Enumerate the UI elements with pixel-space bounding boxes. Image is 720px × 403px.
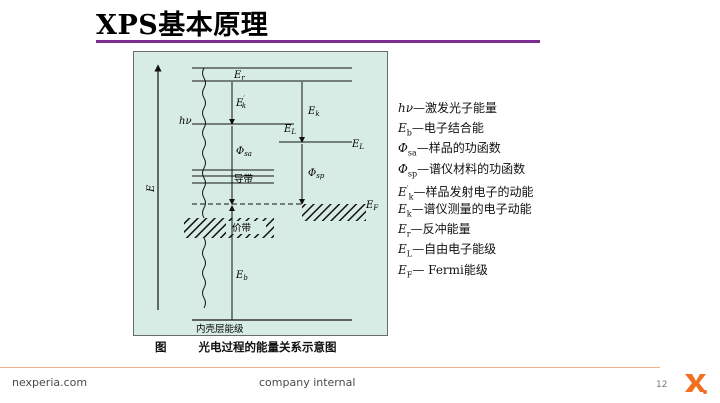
core-level-label: 内壳层能级 — [196, 323, 244, 335]
slide-title: XPS基本原理 — [96, 10, 269, 41]
el-level-label-spectrometer: EL — [351, 139, 364, 151]
legend-symbol: E — [398, 222, 407, 237]
eb-label: Eb — [235, 270, 248, 282]
legend-symbol: E — [398, 184, 407, 199]
ek-prime-label: E′k — [235, 95, 246, 110]
er-level-label: Er — [233, 70, 245, 82]
legend-row: EF— Fermi能级 — [398, 260, 533, 280]
legend-row: hν—激发光子能量 — [398, 98, 533, 118]
legend-symbol: Φ — [398, 141, 408, 156]
energy-diagram-panel: E hν Er EL EL E′k Ek Φsa Φsp 导带 — [133, 51, 388, 336]
legend-symbol-sub: L — [406, 249, 413, 259]
legend-row: E′k—样品发射电子的动能 — [398, 179, 534, 202]
footer-website: nexperia.com — [12, 376, 88, 389]
legend-symbol: hν — [398, 101, 414, 115]
legend-text: — Fermi能级 — [412, 262, 488, 277]
legend-symbol-sub: sp — [407, 168, 418, 178]
ef-level-label: EF — [365, 200, 379, 212]
caption-prefix: 图 — [155, 340, 167, 354]
el-level-label-sample: EL — [283, 124, 296, 136]
legend-symbol-sup: ′ — [406, 183, 409, 193]
figure-caption: 图 光电过程的能量关系示意图 — [155, 339, 337, 355]
legend-symbol: E — [398, 242, 407, 257]
legend-text: —反冲能量 — [410, 222, 471, 237]
nexperia-logo-icon — [685, 374, 707, 394]
legend-row: Ek—谱仪测量的电子动能 — [398, 199, 533, 219]
hv-label: hν — [179, 116, 192, 127]
legend-row: Eb—电子结合能 — [398, 118, 533, 138]
legend-row: Φsp—谱仪材料的功函数 — [398, 159, 533, 179]
legend-symbol: Φ — [398, 161, 408, 176]
legend-symbol-sub: k — [406, 209, 412, 219]
spectrometer-hatch — [302, 204, 366, 221]
legend-symbol-sub: F — [406, 269, 413, 279]
footer-divider — [0, 367, 660, 368]
legend-text: —激发光子能量 — [413, 101, 498, 115]
legend-symbol-sub: sa — [407, 148, 417, 158]
phi-sp-label: Φsp — [308, 168, 325, 180]
legend-text: —自由电子能级 — [412, 242, 497, 257]
conduction-band-label: 导带 — [234, 174, 254, 185]
legend-text: —样品的功函数 — [416, 141, 501, 156]
legend-row: Φsa—样品的功函数 — [398, 138, 533, 158]
legend-symbol-sub: b — [406, 128, 412, 138]
title-underline — [96, 40, 540, 43]
energy-axis-label: E — [146, 184, 157, 193]
energy-diagram: E hν Er EL EL E′k Ek Φsa Φsp 导带 — [146, 64, 379, 335]
valence-band-label: 价带 — [232, 223, 252, 234]
legend-row: Er—反冲能量 — [398, 219, 533, 239]
page-number: 12 — [656, 380, 668, 390]
legend-text: —谱仪测量的电子动能 — [411, 201, 532, 216]
legend-symbol: E — [398, 262, 407, 277]
legend-text: —谱仪材料的功函数 — [417, 161, 526, 176]
legend-text: —样品发射电子的动能 — [413, 184, 534, 199]
legend-symbol: E — [398, 201, 407, 216]
phi-sa-label: Φsa — [236, 146, 252, 158]
legend-symbol-sub: r — [406, 229, 411, 239]
legend-row: EL—自由电子能级 — [398, 239, 533, 259]
footer-classification: company internal — [259, 376, 356, 389]
caption-text: 光电过程的能量关系示意图 — [198, 340, 337, 354]
photon-wave — [202, 67, 206, 309]
legend-text: —电子结合能 — [411, 121, 484, 136]
legend-symbol: E — [398, 121, 407, 136]
ek-label: Ek — [307, 106, 320, 118]
legend-symbol-sub: k — [408, 192, 414, 202]
